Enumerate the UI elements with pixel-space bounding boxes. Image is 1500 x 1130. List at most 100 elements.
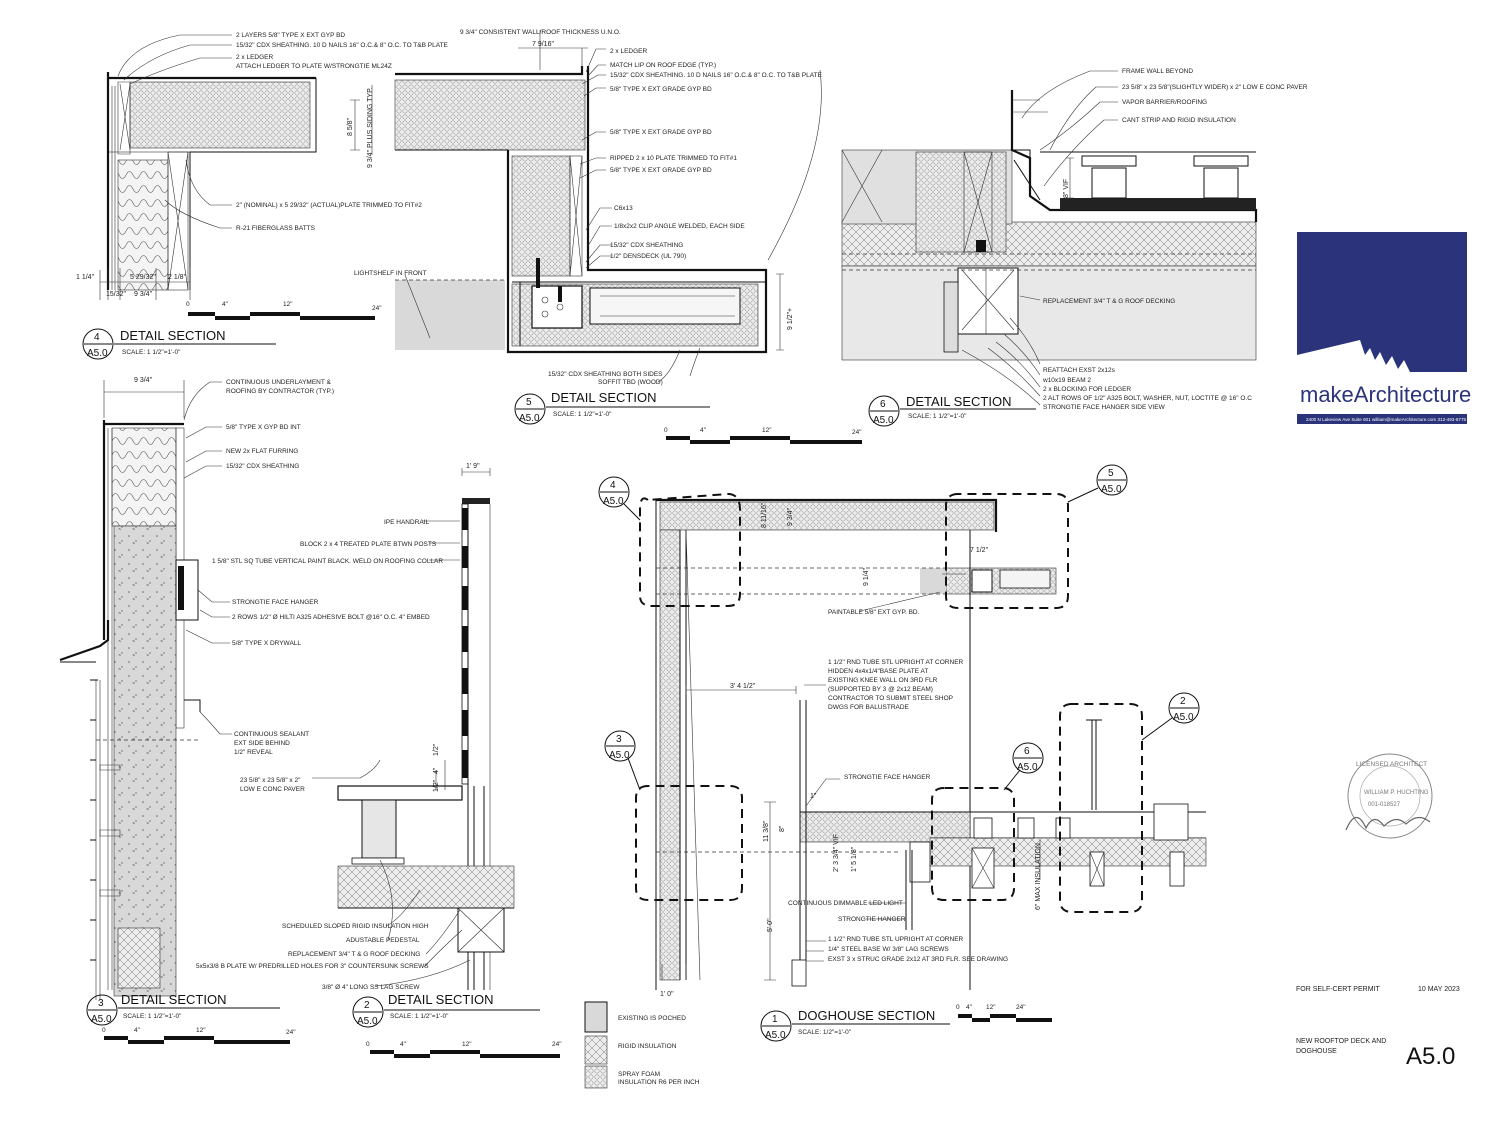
svg-text:12": 12" (762, 427, 772, 434)
d1-dim-8: 8" (779, 825, 786, 832)
callout-4: 4 A5.0 (598, 476, 641, 521)
d4-bubble-num: 4 (94, 332, 100, 343)
d3-scale-bar: 0 4" 12" 24" (102, 1027, 296, 1044)
d4-title-block: 4 A5.0 DETAIL SECTION SCALE: 1 1/2"=1'-0… (82, 328, 276, 360)
d5-note-14: 15/32" CDX SHEATHING BOTH SIDES (548, 371, 663, 378)
d4-dim-3: 1 1/4" (76, 274, 95, 281)
d5-bubble-sheet: A5.0 (519, 413, 540, 424)
d4-bubble-sheet: A5.0 (87, 348, 108, 359)
d3-note-2: ROOFING BY CONTRACTOR (TYP.) (226, 388, 334, 395)
callout-2: 2 A5.0 (1141, 692, 1200, 741)
detail-4-drawing (106, 72, 317, 291)
d2-note-5: LOW E CONC PAVER (240, 786, 305, 793)
detail-1-callout-clouds (635, 492, 1143, 913)
detail-1-drawing (655, 498, 1207, 990)
d5-bubble-num: 5 (526, 397, 532, 408)
d2-note-1: IPE HANDRAIL (384, 519, 430, 526)
d6-note-3: VAPOR BARRIER/ROOFING (1122, 99, 1207, 106)
d2-scale: SCALE: 1 1/2"=1'-0" (390, 1013, 449, 1020)
d4-dim-5: 2 1/8" (168, 274, 187, 281)
d1-note-2: 1 1/2" RND TUBE STL UPRIGHT AT CORNER (828, 659, 964, 666)
detail-4-leaders (99, 34, 373, 300)
callout-6: 6 A5.0 (1003, 742, 1044, 791)
d5-dim-1: 7 9/16" (532, 41, 554, 48)
d2-note-3: 1 5/8" STL SQ TUBE VERTICAL PAINT BLACK.… (212, 558, 443, 565)
d2-note-2: BLOCK 2 x 4 TREATED PLATE BTWN POSTS (300, 541, 437, 548)
d5-title-block: 5 A5.0 DETAIL SECTION SCALE: 1 1/2"=1'-0… (514, 390, 710, 425)
d1-dim-3: 7 1/2" (970, 547, 989, 554)
d3-note-6: STRONGTIE FACE HANGER (232, 599, 319, 606)
detail-2-leaders (312, 520, 471, 987)
detail-5-drawing (394, 30, 784, 354)
d1-title-block: 1 A5.0 DOGHOUSE SECTION SCALE: 1/2"=1'-0… (760, 1008, 950, 1042)
svg-text:24": 24" (552, 1041, 562, 1048)
d5-scale: SCALE: 1 1/2"=1'-0" (553, 411, 612, 418)
d3-title: DETAIL SECTION (121, 992, 226, 1007)
detail-3-leaders (183, 381, 232, 735)
svg-text:0: 0 (186, 301, 190, 308)
logo-wordmark: makeArchitecture (1300, 382, 1471, 407)
d5-note-6: 5/8" TYPE X EXT GRADE GYP BD (610, 129, 712, 136)
d5-note-15: SOFFIT TBD (WOOD) (598, 379, 663, 386)
svg-text:4: 4 (610, 480, 616, 491)
d1-note-7: DWGS FOR BALUSTRADE (828, 704, 910, 711)
d1-dim-12: 1' 0" (660, 991, 674, 998)
logo-address: 2400 N Lakeview Ave Suite 601 william@ma… (1306, 417, 1467, 422)
d2-dim-1: 1' 9" (466, 463, 480, 470)
svg-text:2: 2 (1180, 696, 1186, 707)
d1-bubble-num: 1 (772, 1014, 778, 1025)
signature (1345, 816, 1431, 831)
d5-note-3: MATCH LIP ON ROOF EDGE (TYP.) (610, 62, 716, 69)
d5-title: DETAIL SECTION (551, 390, 656, 405)
d6-note-4: CANT STRIP AND RIGID INSULATION (1122, 117, 1236, 124)
d3-note-8: 5/8" TYPE X DRYWALL (232, 640, 301, 647)
project-name-line1: NEW ROOFTOP DECK AND (1296, 1038, 1386, 1045)
svg-text:A5.0: A5.0 (1173, 712, 1194, 723)
svg-text:24": 24" (286, 1029, 296, 1036)
d1-note-10: STRONGTIE HANGER (838, 916, 906, 923)
svg-text:3: 3 (616, 734, 622, 745)
detail-1-leaders (804, 591, 1041, 962)
d2-note-9: 5x5x3/8 B PLATE W/ PREDRILLED HOLES FOR … (196, 963, 429, 970)
d1-dim-6: 1" (810, 793, 817, 800)
d2-note-7: ADUSTABLE PEDESTAL (346, 937, 420, 944)
d4-dim-6: 15/32" (106, 291, 127, 298)
d2-note-10: 3/8" Ø 4" LONG SS LAG SCREW (322, 984, 420, 991)
legend-rigid-label: RIGID INSULATION (618, 1043, 677, 1050)
title-block: FOR SELF-CERT PERMIT 10 MAY 2023 NEW ROO… (1296, 986, 1460, 1070)
material-legend: EXISTING IS POCHED RIGID INSULATION SPRA… (584, 1001, 700, 1089)
legend-poche-swatch (584, 1001, 608, 1033)
svg-text:0: 0 (366, 1041, 370, 1048)
d1-dim-2: 9 3/4" (787, 507, 794, 526)
d1-dim-13: 6" MAX INSULATION (1035, 843, 1042, 910)
svg-text:5: 5 (1108, 468, 1114, 479)
d5-scale-bar: 0 4" 12" 24" (664, 427, 862, 444)
d5-dim-2: 9 1/2"+ (787, 308, 794, 330)
legend-rigid-swatch (584, 1035, 608, 1065)
d3-note-1: CONTINUOUS UNDERLAYMENT & (226, 379, 332, 386)
project-name-line2: DOGHOUSE (1296, 1048, 1337, 1055)
svg-text:4": 4" (700, 427, 707, 434)
d1-note-5: (SUPPORTED BY 3 @ 2x12 BEAM) (828, 686, 933, 693)
callout-3: 3 A5.0 (604, 730, 641, 791)
d3-dim-1: 9 3/4" (134, 377, 153, 384)
svg-text:A5.0: A5.0 (609, 750, 630, 761)
detail-6-leaders (961, 70, 1118, 406)
d4-title: DETAIL SECTION (120, 328, 225, 343)
d6-note-1: FRAME WALL BEYOND (1122, 68, 1193, 75)
d6-dim-1: 8" VIF (1063, 179, 1070, 198)
svg-text:0: 0 (102, 1027, 106, 1034)
d3-note-11: 1/2" REVEAL (234, 749, 273, 756)
d6-title: DETAIL SECTION (906, 394, 1011, 409)
detail-6-drawing (841, 90, 1258, 361)
d1-title: DOGHOUSE SECTION (798, 1008, 935, 1023)
d5-note-7: RIPPED 2 x 10 PLATE TRIMMED TO FIT#1 (610, 155, 737, 162)
d6-bubble-num: 6 (880, 399, 886, 410)
d3-note-3: 5/8" TYPE X GYP BD INT (226, 424, 301, 431)
d5-note-1: 9 3/4" CONSISTENT WALL/ROOF THICKNESS U.… (460, 29, 621, 36)
d5-note-5: 5/8" TYPE X EXT GRADE GYP BD (610, 86, 712, 93)
stamp-name: WILLIAM P. HUCHTING (1364, 790, 1429, 796)
svg-text:12": 12" (986, 1004, 996, 1011)
d3-note-5: 15/32" CDX SHEATHING (226, 463, 299, 470)
d4-dim-1: 8 5/8" (347, 117, 354, 136)
